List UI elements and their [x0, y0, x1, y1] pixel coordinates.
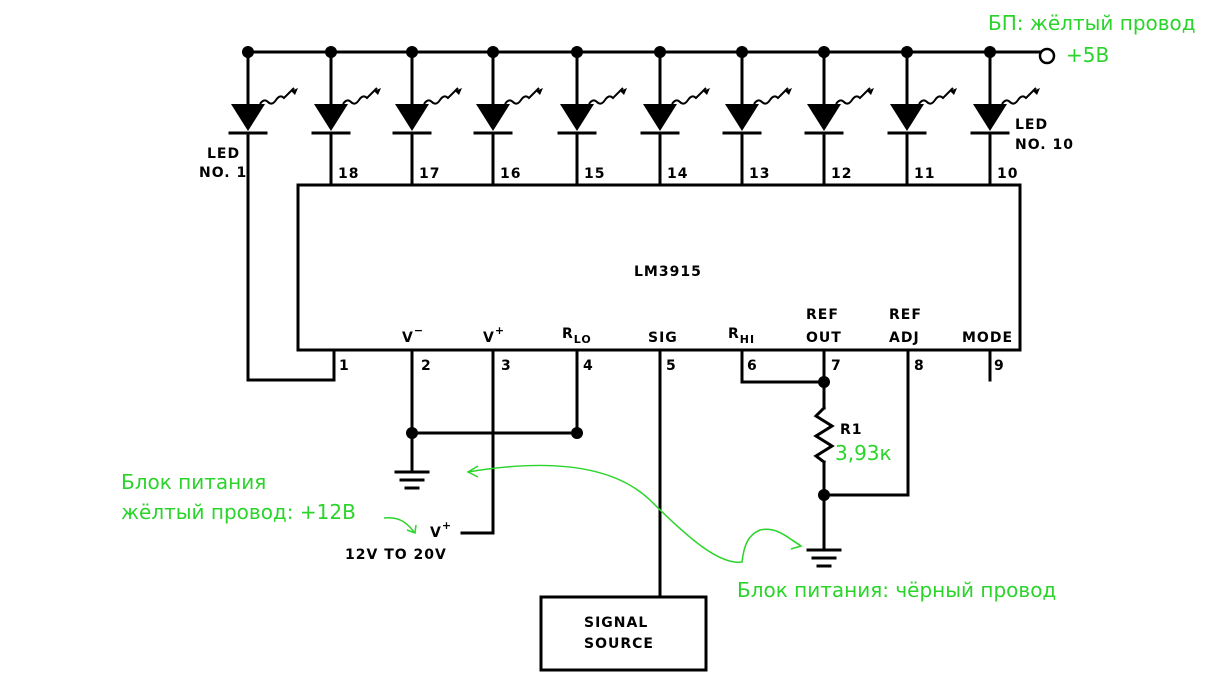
led10-label-line1: LED	[1015, 117, 1048, 133]
pin6-label: RHI	[728, 326, 755, 346]
led-10	[970, 50, 1040, 187]
pin5-number: 5	[666, 358, 677, 374]
led-1	[228, 50, 298, 142]
chip-name: LM3915	[634, 264, 702, 280]
led-4	[473, 50, 543, 187]
led-5	[557, 50, 627, 187]
arrow-12v-to-vplus	[383, 516, 415, 533]
top-pin-number-11: 11	[914, 166, 935, 182]
pin6-wire	[740, 348, 826, 384]
pin4-label: RLO	[562, 326, 592, 346]
top-pin-numbers: 18 17 16 15 14 13 12 11 10	[338, 166, 1018, 182]
junction-pin7	[818, 376, 830, 388]
bottom-pin-labels: V− V+ RLO SIG RHI REF OUT REF ADJ MODE	[402, 307, 1013, 346]
led1-label-line1: LED	[207, 146, 240, 162]
junction-pin4	[571, 427, 583, 439]
led-3	[392, 50, 462, 187]
annotation-5v-line2: +5В	[1066, 43, 1109, 67]
plus-5v-terminal	[1038, 47, 1056, 65]
annotation-12v-line1: Блок питания	[121, 470, 266, 494]
pin3-label: V+	[483, 324, 505, 346]
led-6	[640, 50, 710, 187]
led-2	[311, 50, 381, 187]
top-pin-number-12: 12	[831, 166, 852, 182]
pin5-label: SIG	[648, 330, 678, 346]
top-pin-number-14: 14	[667, 166, 688, 182]
top-pin-number-15: 15	[584, 166, 605, 182]
supply-range-label: 12V TO 20V	[345, 547, 447, 563]
led1-label-line2: NO. 1	[199, 165, 247, 181]
r1-name: R1	[840, 422, 863, 438]
pin9-label: MODE	[962, 330, 1013, 346]
led-array	[228, 50, 1040, 187]
annotation-ground: Блок питания: чёрный провод	[737, 578, 1056, 602]
pin1-number: 1	[339, 358, 350, 374]
pin7-number: 7	[831, 358, 842, 374]
ground-symbol-right	[806, 548, 842, 568]
junction-r1-pin8	[818, 489, 830, 501]
led1-to-pin1-wire	[246, 134, 336, 382]
pin8-label-top: REF	[889, 307, 922, 323]
top-pin-number-17: 17	[419, 166, 440, 182]
pin2-label: V−	[402, 324, 424, 346]
arrow-ground-link	[467, 464, 801, 563]
pin8-label-bottom: ADJ	[889, 330, 920, 346]
led-8	[804, 50, 874, 187]
signal-source-line1: SIGNAL	[584, 615, 648, 631]
r1-value: 3,93к	[835, 441, 892, 465]
pin3-number: 3	[501, 358, 512, 374]
arrow-12v-head	[406, 524, 417, 535]
signal-source-box	[539, 595, 708, 672]
top-pin-number-10: 10	[997, 166, 1018, 182]
led10-label-line2: NO. 10	[1015, 137, 1074, 153]
v-plus-label: V+	[430, 519, 452, 541]
pin8-number: 8	[914, 358, 925, 374]
pin9-number: 9	[994, 358, 1005, 374]
led-7	[722, 50, 792, 187]
pin8-wire	[822, 348, 910, 497]
pin7-label-bottom: OUT	[806, 330, 842, 346]
pin3-wire	[460, 348, 495, 535]
arrow-ground-head-left	[466, 465, 479, 478]
resistor-r1	[813, 405, 835, 465]
led-9	[887, 50, 957, 187]
annotation-5v-line1: БП: жёлтый провод	[988, 11, 1196, 35]
top-pin-number-18: 18	[338, 166, 359, 182]
pin4-number: 4	[583, 358, 594, 374]
annotation-12v-line2: жёлтый провод: +12В	[121, 500, 356, 524]
top-pin-number-16: 16	[500, 166, 521, 182]
bottom-pin-numbers: 1 2 3 4 5 6 7 8 9	[339, 358, 1005, 374]
ground-symbol-left	[394, 470, 430, 490]
arrow-ground-head-right	[790, 539, 803, 550]
top-pin-number-13: 13	[749, 166, 770, 182]
pin2-number: 2	[421, 358, 432, 374]
pin6-number: 6	[747, 358, 758, 374]
junction-pin2-pin4	[406, 427, 418, 439]
pin7-label-top: REF	[806, 307, 839, 323]
signal-source-line2: SOURCE	[584, 636, 654, 652]
